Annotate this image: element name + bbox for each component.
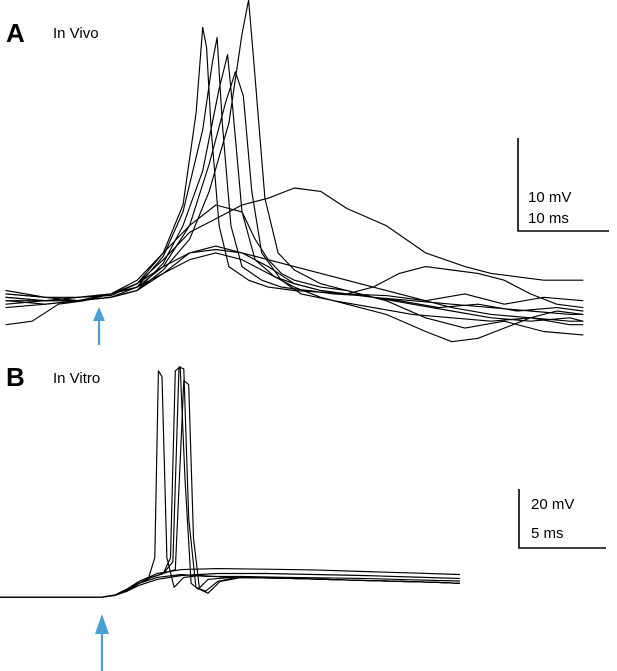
panel-a-voltage-scale-label: 10 mV — [528, 189, 571, 206]
in-vitro-trace-1 — [0, 370, 461, 598]
panel-a-time-scale-label: 10 ms — [528, 210, 569, 227]
panel-b-title: In Vitro — [53, 370, 100, 387]
panel-a-stimulus-arrow — [93, 307, 105, 345]
in-vivo-trace-9 — [5, 245, 584, 309]
in-vivo-trace-10 — [5, 252, 584, 343]
in-vivo-trace-3 — [5, 54, 584, 315]
panel-a-title: In Vivo — [53, 25, 99, 42]
in-vitro-trace-3 — [0, 366, 461, 598]
in-vivo-trace-4 — [5, 0, 584, 322]
in-vivo-trace-1 — [5, 26, 584, 305]
in-vitro-trace-2 — [0, 366, 461, 598]
in-vitro-trace-7 — [0, 573, 461, 598]
in-vitro-trace-5 — [0, 568, 461, 598]
panel-b: B In Vitro 20 mV 5 ms — [0, 362, 606, 671]
panel-b-scale-bar — [518, 489, 606, 549]
panel-a-scale-bar — [517, 138, 609, 232]
panel-b-label: B — [6, 362, 25, 392]
panel-b-voltage-scale-label: 20 mV — [531, 496, 574, 513]
in-vivo-trace-8 — [5, 248, 584, 322]
panel-a: A In Vivo 10 mV 10 ms — [5, 0, 609, 345]
in-vitro-trace-4 — [0, 380, 461, 598]
panel-a-traces — [5, 0, 584, 343]
panel-a-label: A — [6, 18, 25, 48]
panel-b-stimulus-arrow — [95, 614, 109, 671]
in-vivo-trace-6 — [5, 204, 584, 336]
panel-b-time-scale-label: 5 ms — [531, 525, 564, 542]
panel-b-traces — [0, 366, 461, 598]
